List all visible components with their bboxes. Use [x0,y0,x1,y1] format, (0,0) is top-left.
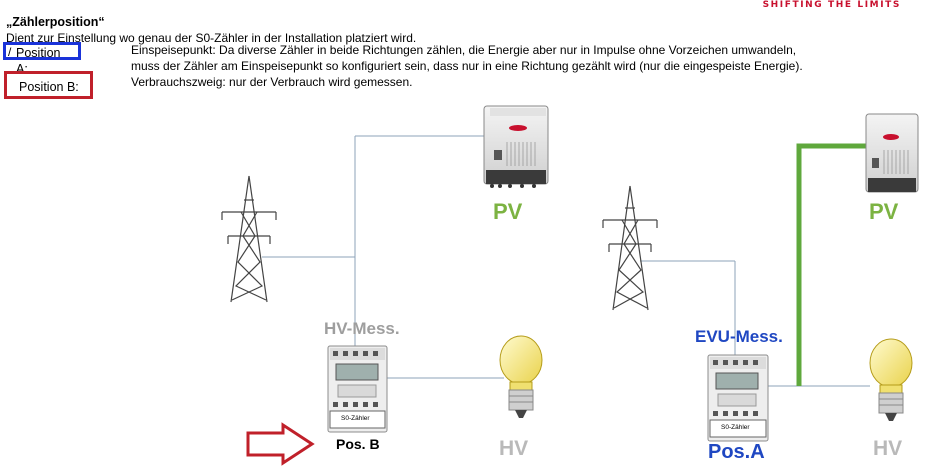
left-wiring [262,135,504,379]
power-pylon-right [602,185,658,311]
tick-mark: / [8,45,12,59]
pos-b-label: Pos. B [336,436,380,452]
light-bulb-left [499,335,543,418]
evu-mess-title: EVU-Mess. [695,327,783,346]
inverter-left [483,105,549,188]
hv-mess-title: HV-Mess. [324,319,400,338]
brand-slogan: SHIFTING THE LIMITS [762,0,901,10]
pv-label-left: PV [493,199,523,224]
hv-label-left: HV [499,437,529,460]
position-b-label: Position B: [19,80,79,94]
power-pylon-left [221,175,277,303]
right-wiring [640,260,870,387]
light-bulb-right [869,338,913,421]
position-a-text-1: Einspeisepunkt: Da diverse Zähler in bei… [131,43,797,57]
s0-meter-right [707,354,769,442]
page-title: „Zählerposition“ [6,15,105,29]
position-a-label: Position A: [16,46,61,76]
pos-a-label: Pos.A [708,441,765,463]
position-b-text: Verbrauchszweig: nur der Verbrauch wird … [131,75,413,89]
position-a-text-2: muss der Zähler am Einspeisepunkt so kon… [131,59,803,73]
red-arrow-icon [246,422,315,466]
meter-plate-right: S0-Zähler [721,424,750,431]
s0-meter-left [327,345,388,433]
position-a-box: / Position A: [3,42,81,76]
page-subtitle: Dient zur Einstellung wo genau der S0-Zä… [6,31,417,45]
pv-label-right: PV [869,199,899,224]
inverter-right [865,113,919,193]
feed-in-line [796,143,866,386]
hv-label-right: HV [873,437,903,460]
meter-plate-left: S0-Zähler [341,415,370,422]
position-b-box: Position B: [4,71,93,99]
